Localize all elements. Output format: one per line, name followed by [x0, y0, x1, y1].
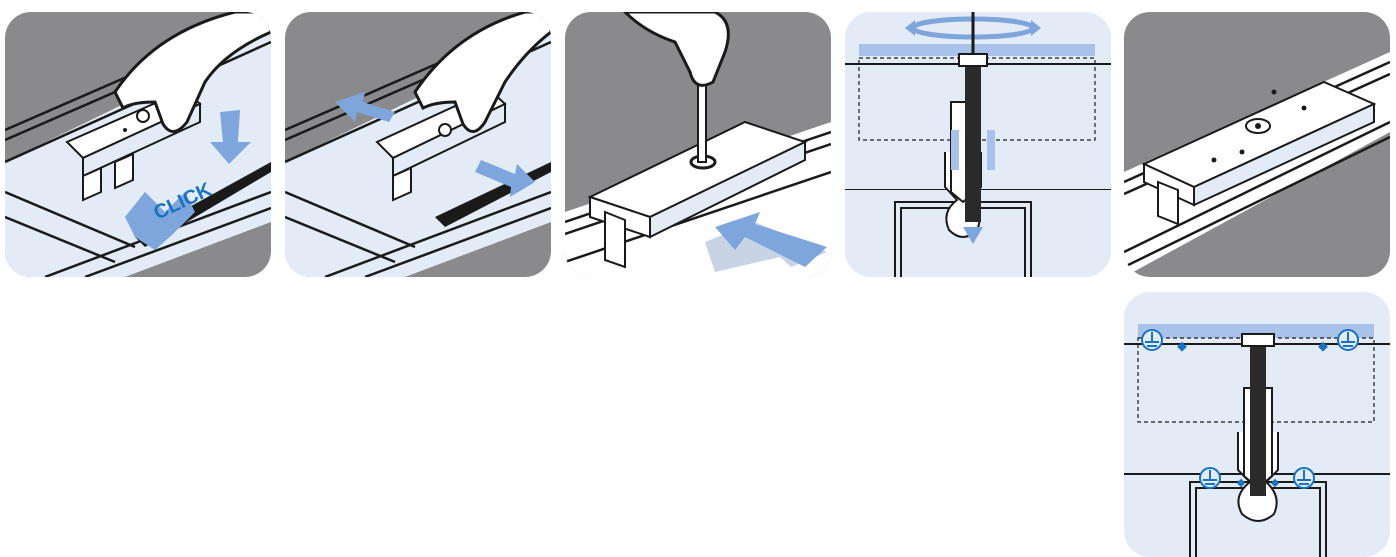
step-1-illustration: CLICK: [5, 12, 271, 277]
step-5-illustration: [1124, 12, 1390, 277]
step-1-click-in-panel: CLICK: [5, 12, 271, 277]
ground-symbol-icon: [1294, 468, 1314, 488]
step-5-finished-panel: [1124, 12, 1390, 277]
step-3-tighten-panel: [565, 12, 831, 277]
ground-symbol-icon: [1142, 330, 1162, 350]
step-4-illustration: [845, 12, 1111, 277]
ground-symbol-icon: [1200, 468, 1220, 488]
step-2-illustration: [285, 12, 551, 277]
step-3-illustration: [565, 12, 831, 277]
ground-symbol-icon: [1338, 330, 1358, 350]
bolt: [965, 62, 981, 222]
step-6-illustration: [1124, 292, 1390, 557]
bolt: [1250, 346, 1266, 496]
step-2-slide-panel: [285, 12, 551, 277]
step-4-cross-section-panel: [845, 12, 1111, 277]
step-6-grounding-detail-panel: [1124, 292, 1390, 557]
